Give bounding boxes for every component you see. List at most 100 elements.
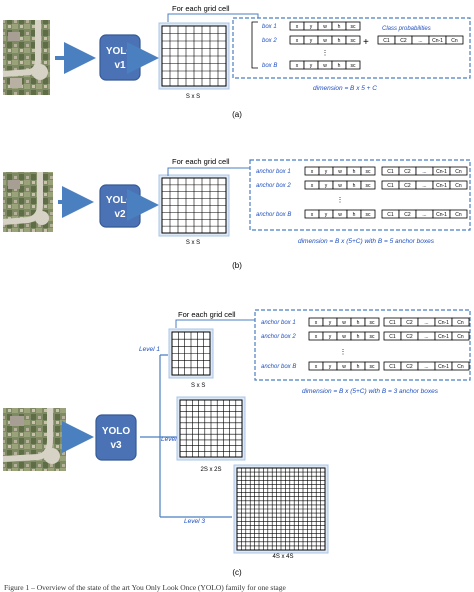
field-label: y xyxy=(325,212,328,218)
field-label: C2 xyxy=(406,320,413,326)
grid-size-label: S x S xyxy=(186,94,200,100)
field-label: C1 xyxy=(387,212,394,218)
field-label: w xyxy=(323,24,327,30)
model-label-line1: YOLO xyxy=(106,46,135,57)
field-label: x xyxy=(296,63,299,69)
field-label: sc xyxy=(366,169,372,175)
field-label: C2 xyxy=(406,364,413,370)
field-cell xyxy=(451,331,470,341)
field-label: y xyxy=(329,320,332,326)
field-label: w xyxy=(338,212,342,218)
box-label: box B xyxy=(262,63,277,69)
field-label: C1 xyxy=(389,320,396,326)
field-label: x xyxy=(296,24,299,30)
field-label: sc xyxy=(351,63,357,69)
field-label: sc xyxy=(370,334,376,340)
grid-s xyxy=(158,22,230,90)
box-label: anchor box 2 xyxy=(256,183,291,189)
grid-4s xyxy=(233,464,329,554)
field-label: C2 xyxy=(404,212,411,218)
field-label: ... xyxy=(424,334,428,340)
field-cell xyxy=(345,35,361,45)
field-label: Cn xyxy=(455,169,462,175)
field-cell xyxy=(451,317,470,327)
field-label: Cn xyxy=(457,334,464,340)
box-label: box 1 xyxy=(262,24,277,30)
field-label: x xyxy=(315,364,318,370)
field-label: Cn-1 xyxy=(438,364,449,370)
field-label: C1 xyxy=(389,364,396,370)
grid-size-label: S x S xyxy=(186,240,200,246)
field-cell xyxy=(449,166,468,176)
field-label: Cn-1 xyxy=(438,334,449,340)
field-label: Cn-1 xyxy=(438,320,449,326)
field-label: sc xyxy=(351,38,357,44)
box-label: anchor box 2 xyxy=(261,334,296,340)
field-label: Cn xyxy=(457,364,464,370)
model-label-line2: v2 xyxy=(114,209,126,220)
class-prob-label: Class probabilities xyxy=(382,26,431,32)
box-label: anchor box B xyxy=(256,212,291,218)
field-label: C2 xyxy=(404,169,411,175)
field-label: Cn xyxy=(455,183,462,189)
field-label: x xyxy=(311,169,314,175)
field-cell xyxy=(449,209,468,219)
grid-size-label: 4S x 4S xyxy=(272,554,293,560)
field-label: w xyxy=(323,38,327,44)
field-label: Cn xyxy=(457,320,464,326)
model-label-line1: YOLO xyxy=(102,426,131,437)
field-label: ... xyxy=(422,183,426,189)
ellipsis: ⋮ xyxy=(340,349,347,356)
grid-s xyxy=(158,174,230,237)
ellipsis: ⋮ xyxy=(337,197,344,204)
field-label: h xyxy=(353,183,356,189)
field-label: h xyxy=(357,334,360,340)
grid-2s xyxy=(176,396,246,461)
model-label-line2: v1 xyxy=(114,60,126,71)
field-label: ... xyxy=(424,364,428,370)
box-label: anchor box B xyxy=(261,364,296,370)
field-label: sc xyxy=(366,212,372,218)
field-cell xyxy=(345,21,361,31)
yolo-model-box xyxy=(95,414,137,461)
field-label: w xyxy=(338,183,342,189)
field-label: y xyxy=(329,364,332,370)
field-label: sc xyxy=(370,364,376,370)
field-label: Cn-1 xyxy=(436,169,447,175)
connector xyxy=(175,319,263,328)
field-label: C1 xyxy=(383,38,390,44)
field-cell xyxy=(364,331,380,341)
branch-lines xyxy=(140,354,232,518)
grid-size-label: S x S xyxy=(191,383,205,389)
field-label: h xyxy=(338,24,341,30)
field-label: y xyxy=(310,38,313,44)
field-label: Cn xyxy=(451,38,458,44)
model-label-line1: YOLO xyxy=(106,195,135,206)
grid-s xyxy=(168,328,214,379)
field-label: w xyxy=(342,364,346,370)
dimension-label: dimension = B x (5+C) with B = 3 anchor … xyxy=(302,388,439,395)
panel-c: YOLO v3 Level 1 Level 2 Level 3 S x S 2S… xyxy=(2,309,471,577)
field-label: w xyxy=(342,320,346,326)
field-cell xyxy=(449,180,468,190)
field-label: h xyxy=(353,169,356,175)
caption: (c) xyxy=(232,568,242,577)
field-label: C1 xyxy=(387,183,394,189)
field-label: h xyxy=(338,38,341,44)
aerial-image xyxy=(2,20,50,95)
field-label: w xyxy=(338,169,342,175)
grid-caption: For each grid cell xyxy=(172,4,230,13)
field-label: h xyxy=(357,364,360,370)
aerial-image xyxy=(2,172,53,232)
aerial-image xyxy=(2,408,66,471)
box-label: box 2 xyxy=(262,38,277,44)
field-label: ... xyxy=(422,169,426,175)
field-label: w xyxy=(323,63,327,69)
field-label: C2 xyxy=(406,334,413,340)
field-cell xyxy=(364,361,380,371)
